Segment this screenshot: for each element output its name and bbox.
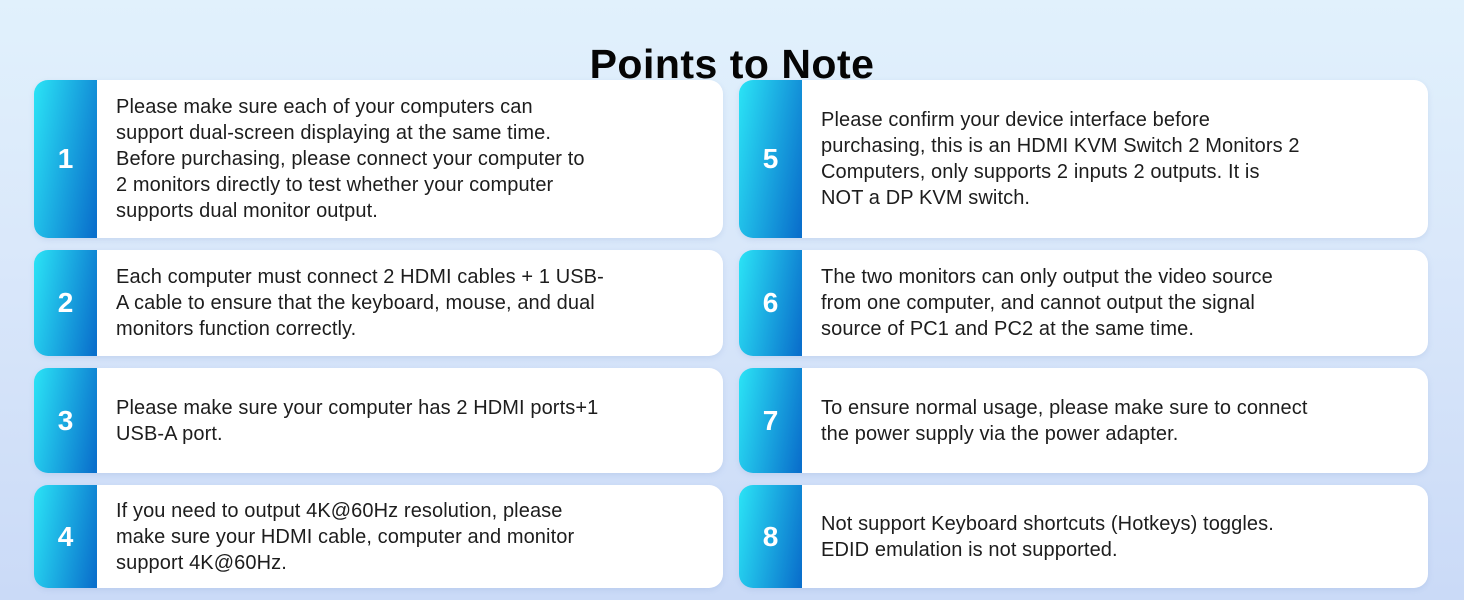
note-card-1: Please make sure each of your computers … xyxy=(97,80,723,238)
note-text: The two monitors can only output the vid… xyxy=(821,266,1273,340)
note-card-5: Please confirm your device interface bef… xyxy=(802,80,1428,238)
note-row-2: 2 Each computer must connect 2 HDMI cabl… xyxy=(34,250,723,356)
note-text: Please make sure each of your computers … xyxy=(116,96,585,222)
note-number: 6 xyxy=(762,287,779,318)
note-badge-2: 2 xyxy=(34,250,97,356)
note-card-2: Each computer must connect 2 HDMI cables… xyxy=(97,250,723,356)
note-row-4: 4 If you need to output 4K@60Hz resoluti… xyxy=(34,485,723,588)
note-text: Each computer must connect 2 HDMI cables… xyxy=(116,266,604,340)
note-badge-5: 5 xyxy=(739,80,802,238)
note-row-3: 3 Please make sure your computer has 2 H… xyxy=(34,368,723,473)
note-badge-1: 1 xyxy=(34,80,97,238)
note-number: 8 xyxy=(762,520,779,552)
note-text: If you need to output 4K@60Hz resolution… xyxy=(116,499,575,574)
note-row-6: 6 The two monitors can only output the v… xyxy=(739,250,1428,356)
note-number: 2 xyxy=(57,287,74,318)
note-row-5: 5 Please confirm your device interface b… xyxy=(739,80,1428,238)
note-badge-6: 6 xyxy=(739,250,802,356)
page-title: Points to Note xyxy=(589,41,875,88)
note-number: 4 xyxy=(57,520,74,552)
note-card-3: Please make sure your computer has 2 HDM… xyxy=(97,368,723,473)
note-badge-7: 7 xyxy=(739,368,802,473)
notes-grid: 1 Please make sure each of your computer… xyxy=(34,80,1428,588)
note-card-4: If you need to output 4K@60Hz resolution… xyxy=(97,485,723,588)
note-text: Please make sure your computer has 2 HDM… xyxy=(116,396,599,445)
note-text: To ensure normal usage, please make sure… xyxy=(821,396,1308,445)
note-badge-8: 8 xyxy=(739,485,802,588)
note-text: Please confirm your device interface bef… xyxy=(821,109,1300,209)
note-row-7: 7 To ensure normal usage, please make su… xyxy=(739,368,1428,473)
note-number: 5 xyxy=(762,143,779,174)
note-row-8: 8 Not support Keyboard shortcuts (Hotkey… xyxy=(739,485,1428,588)
note-number: 1 xyxy=(57,143,74,174)
note-card-8: Not support Keyboard shortcuts (Hotkeys)… xyxy=(802,485,1428,588)
note-card-6: The two monitors can only output the vid… xyxy=(802,250,1428,356)
note-number: 3 xyxy=(57,404,74,436)
note-badge-4: 4 xyxy=(34,485,97,588)
note-card-7: To ensure normal usage, please make sure… xyxy=(802,368,1428,473)
note-badge-3: 3 xyxy=(34,368,97,473)
note-number: 7 xyxy=(762,404,779,436)
note-row-1: 1 Please make sure each of your computer… xyxy=(34,80,723,238)
note-text: Not support Keyboard shortcuts (Hotkeys)… xyxy=(821,512,1274,561)
